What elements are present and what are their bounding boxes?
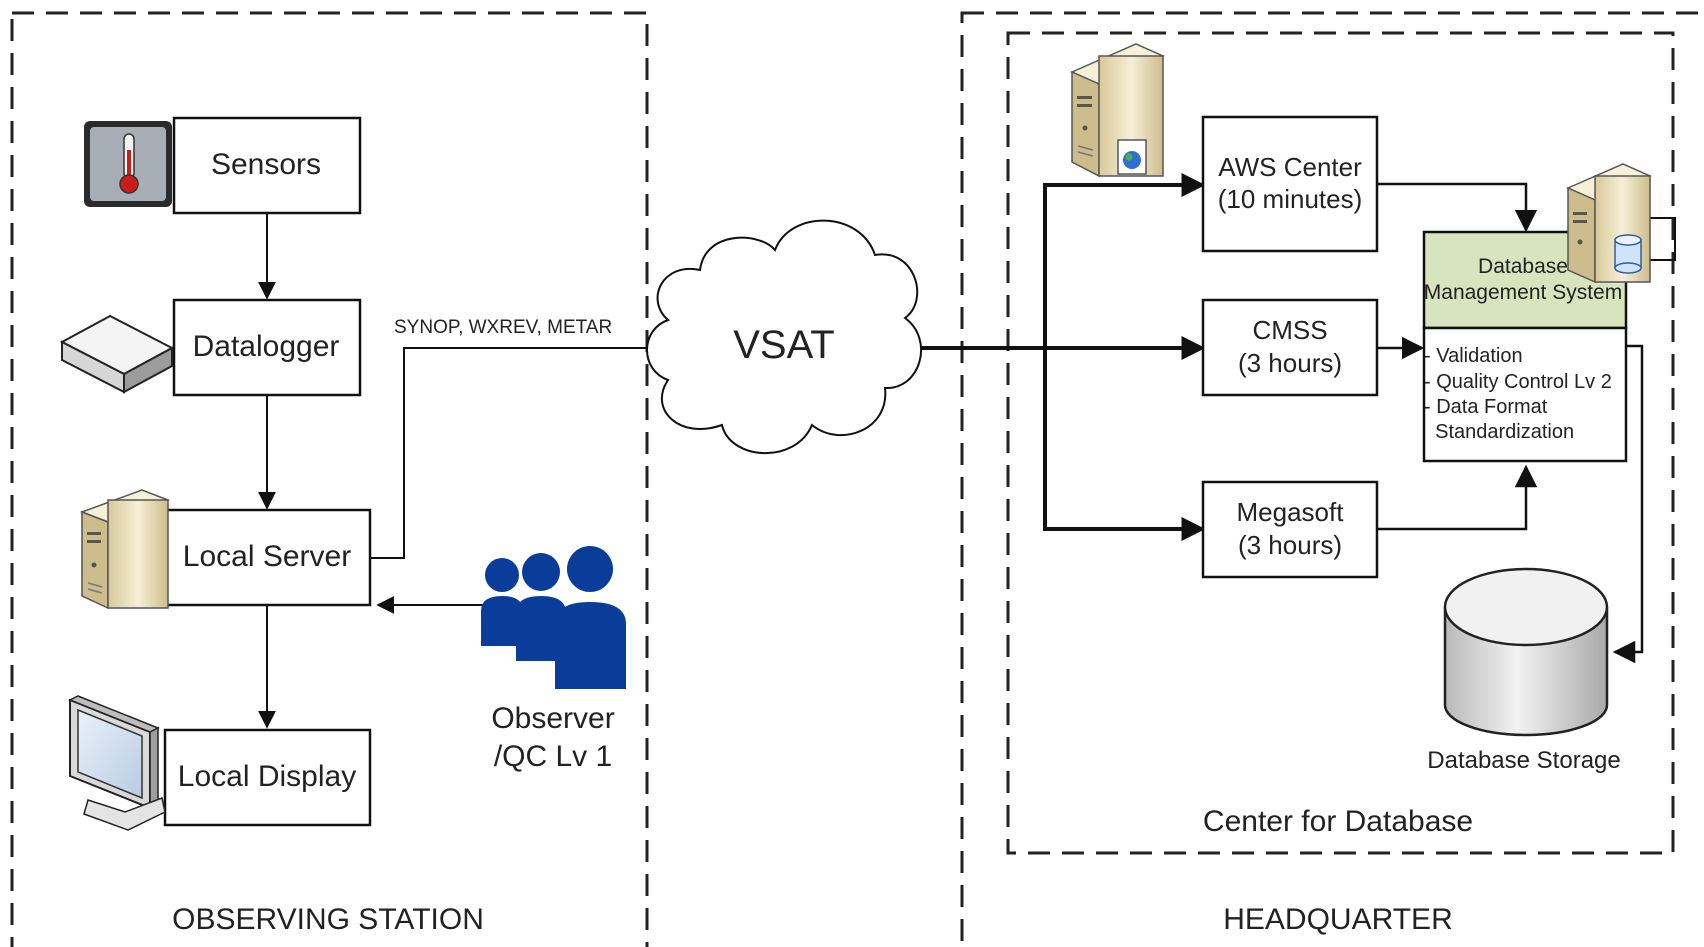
observer-label-line1: Observer bbox=[491, 702, 614, 735]
sensors-label: Sensors bbox=[211, 148, 321, 181]
link-message-types: SYNOP, WXREV, METAR bbox=[394, 317, 612, 338]
local-display-label: Local Display bbox=[178, 760, 356, 793]
sensors-node: Sensors bbox=[172, 116, 362, 215]
local-display-node: Local Display bbox=[163, 728, 372, 827]
database-cylinder-icon bbox=[1614, 234, 1642, 274]
database-storage-icon bbox=[1443, 567, 1609, 737]
megasoft-to-dbms-arrow bbox=[1377, 464, 1538, 531]
megasoft-node: Megasoft (3 hours) bbox=[1201, 480, 1379, 579]
dbms-item: - Quality Control Lv 2 bbox=[1424, 371, 1612, 393]
center-for-database-title: Center for Database bbox=[1203, 805, 1473, 838]
local-server-node: Local Server bbox=[163, 508, 372, 607]
datalogger-label: Datalogger bbox=[193, 330, 340, 363]
vsat-label: VSAT bbox=[733, 323, 835, 367]
datalogger-icon bbox=[59, 314, 175, 394]
dbms-item: - Validation bbox=[1424, 345, 1523, 367]
local-server-label: Local Server bbox=[183, 540, 351, 573]
cmss-label-line1: CMSS bbox=[1252, 315, 1327, 345]
aws-center-label-line1: AWS Center bbox=[1218, 152, 1362, 182]
dbms-item: - Data Format bbox=[1424, 396, 1548, 418]
cmss-label-line2: (3 hours) bbox=[1238, 348, 1342, 378]
aws-center-node: AWS Center (10 minutes) bbox=[1201, 115, 1379, 253]
dbms-header-line1: Database bbox=[1478, 255, 1568, 278]
cmss-node: CMSS (3 hours) bbox=[1201, 298, 1379, 397]
database-storage-label: Database Storage bbox=[1427, 747, 1620, 774]
dbms-to-storage-arrow bbox=[1612, 344, 1644, 664]
aws-to-dbms-arrow bbox=[1377, 182, 1538, 233]
headquarter-title: HEADQUARTER bbox=[1223, 903, 1452, 936]
local-server-icon bbox=[79, 489, 171, 610]
megasoft-label-line2: (3 hours) bbox=[1238, 530, 1342, 560]
observing-station-title: OBSERVING STATION bbox=[172, 903, 484, 936]
vsat-cloud: VSAT bbox=[646, 219, 922, 455]
aws-center-label-line2: (10 minutes) bbox=[1218, 184, 1363, 214]
monitor-icon bbox=[68, 695, 166, 831]
aws-server-icon bbox=[1070, 43, 1165, 178]
datalogger-node: Datalogger bbox=[172, 298, 362, 397]
thermometer-icon bbox=[84, 121, 172, 207]
megasoft-label-line1: Megasoft bbox=[1237, 497, 1345, 527]
observing-station-region bbox=[10, 11, 649, 947]
server-to-vsat-link bbox=[370, 347, 668, 559]
center-for-database-region bbox=[1006, 31, 1675, 855]
dbms-server-loop bbox=[1650, 217, 1676, 261]
observer-group-icon bbox=[481, 546, 626, 689]
dbms-header-line2: Management System bbox=[1424, 281, 1622, 304]
dbms-item: Standardization bbox=[1424, 421, 1574, 443]
database-server-icon bbox=[1566, 163, 1652, 284]
headquarter-region bbox=[960, 11, 1704, 947]
observer-label-line2: /QC Lv 1 bbox=[494, 740, 612, 773]
